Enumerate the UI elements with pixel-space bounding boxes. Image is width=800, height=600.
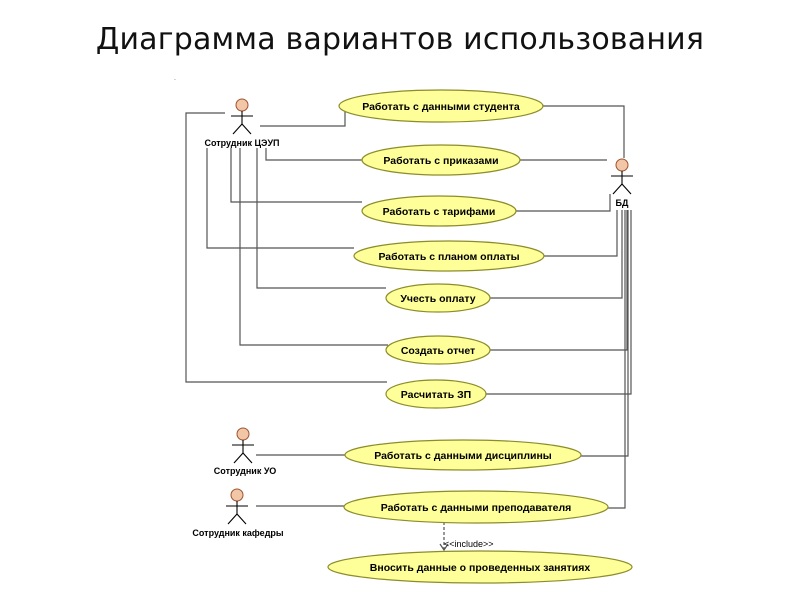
use-case-label: Работать с тарифами — [383, 206, 496, 218]
corner-mark: . — [174, 75, 176, 82]
use-case-ellipse — [361, 195, 517, 227]
use-case-discipline-data[interactable]: Работать с данными дисциплины — [344, 439, 582, 471]
slide-title: Диаграмма вариантов использования — [95, 22, 705, 57]
assoc-ceup-create-report — [239, 148, 388, 346]
actor-label: БД — [616, 198, 629, 208]
use-case-ellipse — [338, 89, 544, 123]
assoc-ceup-payment-plan — [206, 148, 354, 249]
use-case-student-data[interactable]: Работать с данными студента — [338, 89, 544, 123]
assoc-bd-payment-plan — [544, 210, 618, 257]
use-case-label: Создать отчет — [401, 345, 475, 357]
assoc-bd-discipline-data — [579, 210, 629, 457]
use-case-label: Вносить данные о проведенных занятиях — [370, 562, 591, 574]
actor-icon — [611, 158, 633, 195]
assoc-bd-create-report — [490, 210, 628, 351]
use-case-label: Работать с данными дисциплины — [374, 450, 552, 462]
use-case-create-report[interactable]: Создать отчет — [385, 335, 491, 365]
assoc-ceup-calc-salary — [185, 112, 387, 383]
actor-label: Сотрудник кафедры — [192, 528, 284, 538]
use-case-ellipse — [361, 144, 521, 176]
use-case-label: Расчитать ЗП — [401, 389, 471, 401]
use-case-ellipse — [344, 439, 582, 471]
actor-label: Сотрудник УО — [214, 466, 276, 476]
assoc-bd-teacher-data — [608, 210, 626, 509]
use-case-label: Работать с планом оплаты — [378, 251, 519, 263]
use-case-orders[interactable]: Работать с приказами — [361, 144, 521, 176]
use-case-ellipse — [385, 283, 491, 313]
use-case-label: Работать с приказами — [383, 155, 498, 167]
use-case-ellipse — [327, 550, 633, 584]
use-case-tariffs[interactable]: Работать с тарифами — [361, 195, 517, 227]
include-arrowhead — [439, 543, 449, 552]
use-case-label: Работать с данными преподавателя — [381, 502, 572, 514]
assoc-ceup-record-payment — [256, 148, 386, 289]
assoc-bd-student-data — [543, 105, 625, 158]
use-case-ellipse — [385, 335, 491, 365]
assoc-bd-tariffs — [515, 194, 611, 212]
actor-icon — [231, 98, 253, 135]
use-case-record-payment[interactable]: Учесть оплату — [385, 283, 491, 313]
assoc-bd-calc-salary — [486, 210, 632, 395]
actor-label: Сотрудник ЦЭУП — [204, 138, 279, 148]
use-case-ellipse — [353, 240, 545, 272]
actor-uo[interactable]: Сотрудник УО — [214, 427, 276, 476]
use-case-label: Учесть оплату — [400, 293, 475, 305]
assoc-ceup-tariffs — [230, 148, 362, 203]
use-case-calc-salary[interactable]: Расчитать ЗП — [385, 379, 487, 409]
actor-icon — [226, 488, 248, 525]
assoc-bd-record-payment — [490, 210, 623, 299]
use-case-ellipse — [385, 379, 487, 409]
use-case-teacher-data[interactable]: Работать с данными преподавателя — [343, 490, 609, 524]
association-lines — [185, 105, 632, 552]
assoc-ceup-orders — [265, 148, 363, 161]
use-case-payment-plan[interactable]: Работать с планом оплаты — [353, 240, 545, 272]
use-case-enter-lessons[interactable]: Вносить данные о проведенных занятиях — [327, 550, 633, 584]
actor-kafedra[interactable]: Сотрудник кафедры — [192, 488, 284, 538]
assoc-ceup-student-data — [260, 107, 346, 127]
actor-ceup[interactable]: Сотрудник ЦЭУП — [204, 98, 280, 148]
actor-bd[interactable]: БД — [611, 158, 633, 208]
use-case-label: Работать с данными студента — [362, 101, 520, 113]
include-stereotype-label: <<include>> — [444, 539, 494, 549]
use-case-ellipse — [343, 490, 609, 524]
actor-icon — [232, 427, 254, 464]
